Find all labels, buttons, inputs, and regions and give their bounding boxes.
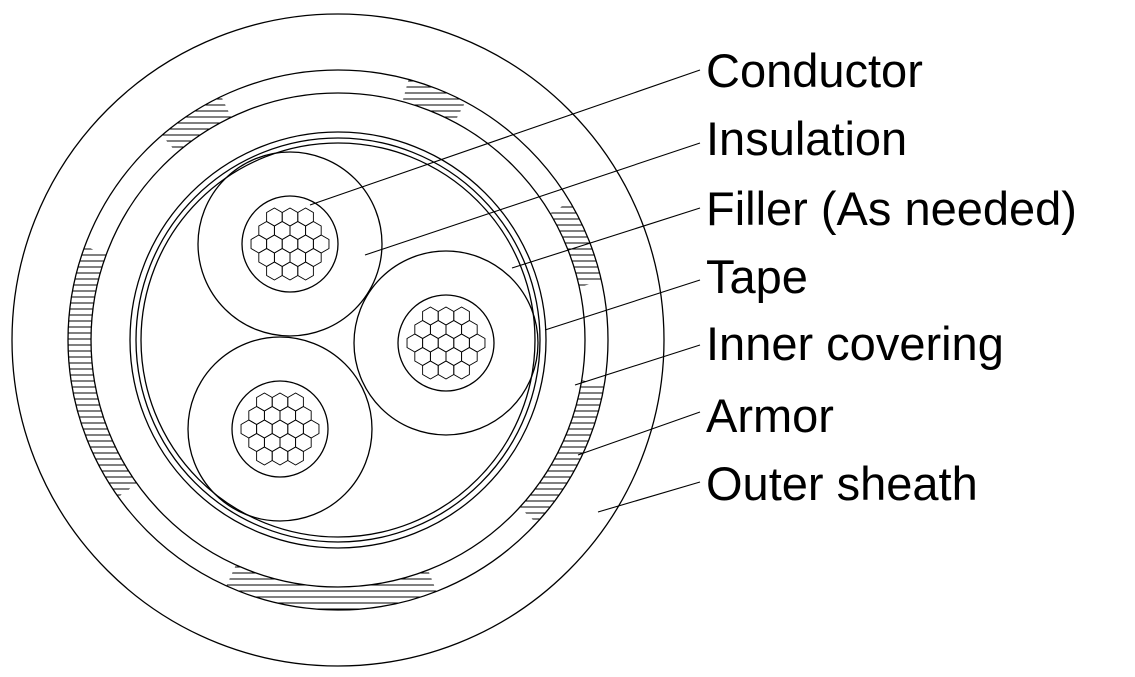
conductor-strands-1	[250, 207, 330, 281]
label-insulation: Insulation	[706, 112, 908, 165]
leader-line-armor	[577, 411, 701, 456]
conductor-core-1	[241, 195, 339, 293]
conductor-strand	[287, 446, 304, 466]
leader-line-conductor	[309, 69, 701, 206]
insulation-core-3	[187, 336, 373, 522]
leader-line-outer-sheath	[597, 481, 701, 513]
outer-sheath-ring	[11, 13, 665, 667]
conductor-strand	[453, 360, 470, 380]
inner-covering-outer-edge	[129, 131, 547, 549]
label-outer-sheath: Outer sheath	[706, 457, 978, 510]
conductor-strands-3	[240, 392, 320, 466]
leader-line-tape	[544, 279, 701, 331]
armor-outer-edge	[67, 69, 609, 611]
label-conductor: Conductor	[706, 44, 923, 97]
conductor-core-2	[397, 294, 495, 392]
leader-line-filler	[511, 207, 701, 269]
insulation-core-2	[353, 250, 539, 436]
label-armor: Armor	[706, 389, 834, 442]
insulation-core-1	[197, 151, 383, 337]
leader-line-insulation	[364, 142, 701, 256]
label-inner-covering: Inner covering	[706, 317, 1004, 370]
conductor-strands-2	[406, 306, 486, 380]
tape-ring-outer	[135, 137, 541, 543]
leader-line-inner-covering	[574, 344, 701, 386]
armor-hatching	[60, 60, 620, 620]
label-filler: Filler (As needed)	[706, 182, 1077, 235]
tape-ring-inner	[140, 142, 536, 538]
armor-inner-edge	[90, 92, 586, 588]
conductor-core-3	[231, 380, 329, 478]
conductor-strand	[297, 261, 314, 281]
label-tape: Tape	[706, 250, 808, 303]
